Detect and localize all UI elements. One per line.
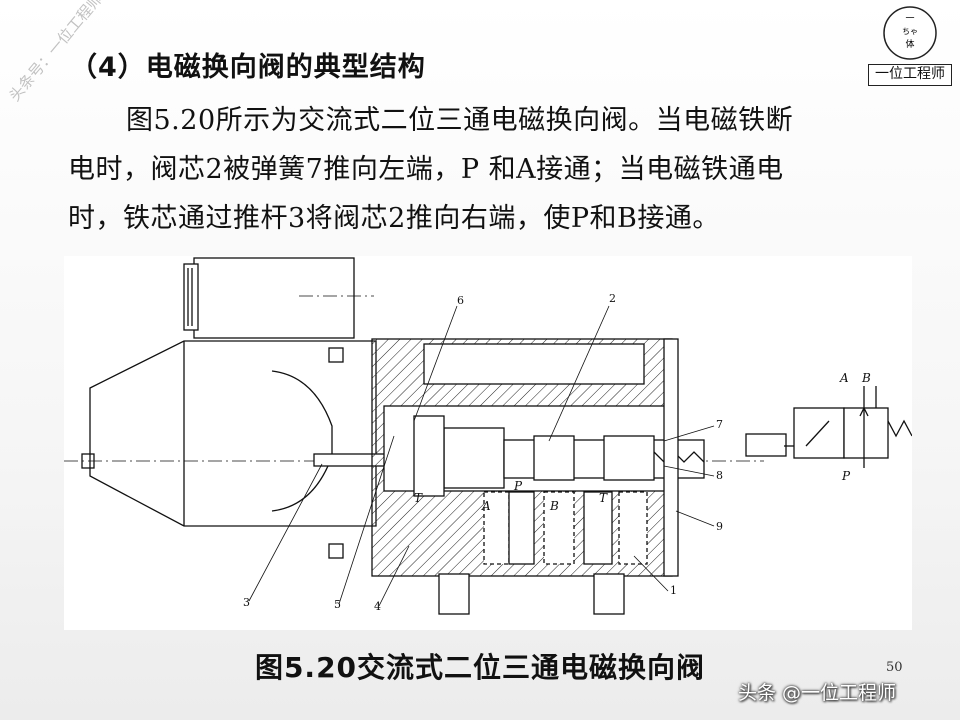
callout-8: 8 xyxy=(716,469,723,482)
logo-emblem: 一 ちゃ 体 xyxy=(883,6,937,60)
paragraph-line: 电时，阀芯2被弹簧7推向左端，P 和A接通；当电磁铁通电 xyxy=(68,154,784,185)
callout-9: 9 xyxy=(716,520,723,533)
symbol-port-a: A xyxy=(839,371,849,385)
valve-drawing: 6 2 7 8 9 1 3 5 4 T A P B T A B P xyxy=(64,257,912,615)
svg-text:一: 一 xyxy=(905,14,914,24)
callout-6: 6 xyxy=(457,294,464,307)
figure-caption: 图5.20交流式二位三通电磁换向阀 xyxy=(254,651,706,684)
svg-text:ちゃ: ちゃ xyxy=(902,27,918,36)
port-label-p: P xyxy=(513,479,523,493)
callout-7: 7 xyxy=(716,418,723,431)
port-label-t-left: T xyxy=(414,491,423,505)
port-label-a: A xyxy=(481,499,491,513)
valve-symbol xyxy=(745,386,912,468)
callout-3: 3 xyxy=(243,596,250,609)
callout-1: 1 xyxy=(670,584,677,597)
symbol-port-p: P xyxy=(841,469,851,483)
paragraph-line: 时，铁芯通过推杆3将阀芯2推向右端，使P和B接通。 xyxy=(68,203,720,234)
port-label-b: B xyxy=(549,499,559,513)
valve-cross-section-figure: 6 2 7 8 9 1 3 5 4 T A P B T A B P xyxy=(64,256,912,630)
bottom-watermark: 头条 @一位工程师 xyxy=(738,682,897,704)
callout-5: 5 xyxy=(334,598,341,611)
page-number: 50 xyxy=(886,660,903,675)
logo-text: 一位工程师 xyxy=(868,64,952,86)
svg-text:体: 体 xyxy=(905,38,914,50)
paragraph-line: 图5.20所示为交流式二位三通电磁换向阀。当电磁铁断 xyxy=(126,105,794,136)
description-paragraph: 图5.20所示为交流式二位三通电磁换向阀。当电磁铁断 电时，阀芯2被弹簧7推向左… xyxy=(68,96,898,243)
section-heading: （4）电磁换向阀的典型结构 xyxy=(70,52,426,83)
port-label-t-right: T xyxy=(599,491,608,505)
callout-2: 2 xyxy=(609,292,616,305)
symbol-port-b: B xyxy=(861,371,871,385)
callout-4: 4 xyxy=(374,600,381,613)
watermark-logo: 一 ちゃ 体 一位工程师 xyxy=(868,2,952,88)
